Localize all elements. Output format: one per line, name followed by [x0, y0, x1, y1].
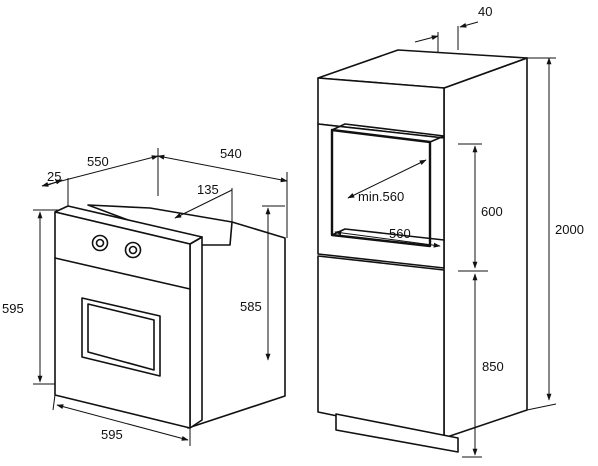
oven-front-panel [54, 211, 191, 429]
cabinet-drawing [317, 49, 528, 453]
label-niche-depth: min.560 [358, 189, 404, 204]
label-oven-height: 595 [2, 301, 24, 316]
label-panel-thickness: 25 [47, 169, 61, 184]
dim-line-niche-width [334, 230, 441, 248]
label-top-gap: 40 [478, 4, 492, 19]
label-niche-width: 560 [389, 226, 411, 241]
control-strip-divider [54, 257, 191, 290]
cabinet-plinth [335, 413, 459, 453]
cabinet-lower-front [317, 255, 445, 439]
dim-line-niche-depth [347, 159, 427, 199]
label-body-height: 585 [240, 299, 262, 314]
knob-right-icon [124, 241, 142, 259]
label-oven-depth: 550 [87, 154, 109, 169]
oven-drawing [54, 204, 286, 429]
oven-door-window-inner [87, 303, 155, 371]
cabinet-dimensions [334, 21, 557, 458]
cabinet-side [443, 57, 528, 439]
oven-panel-side [189, 236, 203, 429]
label-top-offset: 135 [197, 182, 219, 197]
oven-dimensions [33, 148, 288, 446]
dim-line-top-gap [414, 35, 439, 43]
dim-line-oven-body-depth [157, 154, 288, 183]
dim-line-top-offset [174, 189, 233, 219]
oven-door-window [81, 297, 161, 377]
label-lower-height: 850 [482, 359, 504, 374]
dim-line-oven-width [56, 404, 189, 441]
label-total-height: 2000 [555, 222, 584, 237]
label-niche-height: 600 [481, 204, 503, 219]
dimension-labels: 550 25 540 135 595 585 595 40 2000 600 m… [2, 4, 584, 442]
label-oven-width: 595 [101, 427, 123, 442]
label-oven-body-depth: 540 [220, 146, 242, 161]
knob-left-icon [91, 234, 109, 252]
dim-line-panel-thickness [47, 179, 63, 186]
